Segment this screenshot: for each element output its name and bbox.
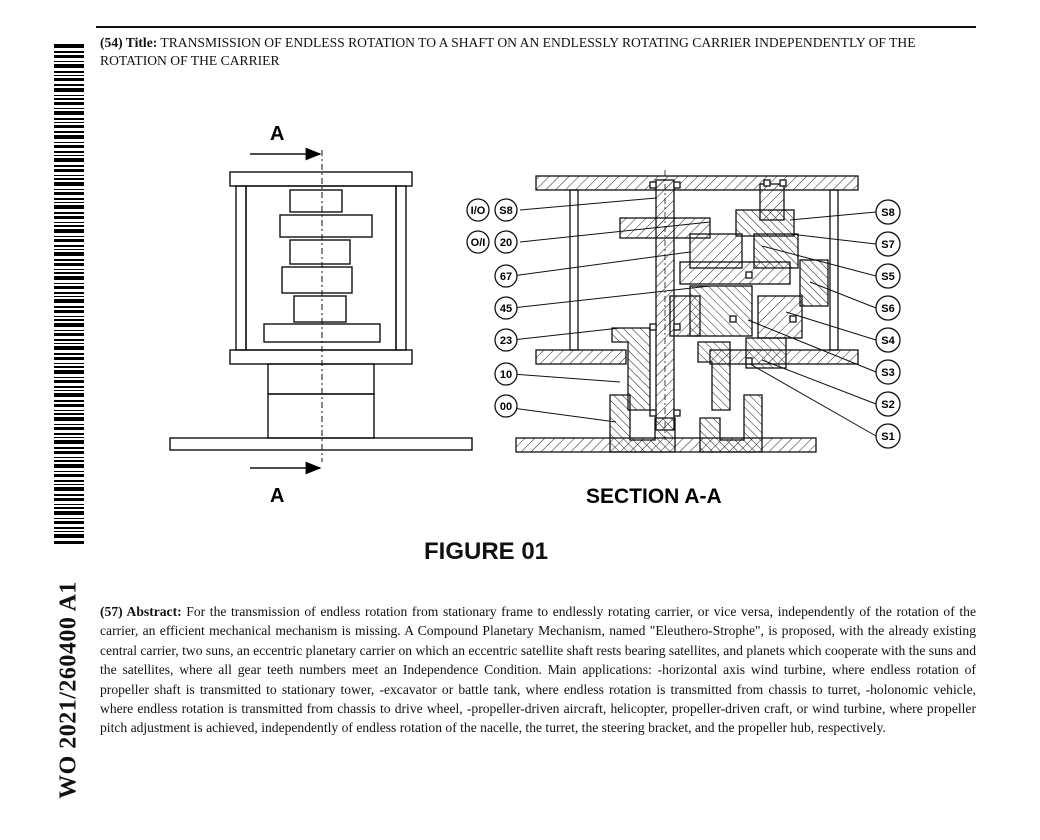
callout-23: 23 xyxy=(500,335,512,347)
section-marker-bottom: A xyxy=(270,485,284,507)
publication-number: WO 2021/260400 A1 xyxy=(55,581,82,799)
callout-oi: O/I xyxy=(471,237,486,249)
figure-drawing: A A xyxy=(169,123,901,508)
callout-00: 00 xyxy=(500,401,512,413)
callout-s6: S6 xyxy=(881,303,894,315)
leader-lines-left xyxy=(511,197,711,423)
title-block: (54) Title: TRANSMISSION OF ENDLESS ROTA… xyxy=(100,34,976,70)
section-title: SECTION A-A xyxy=(586,485,722,508)
callouts-left: I/O S8 O/I 20 67 45 23 10 00 xyxy=(466,198,518,418)
callout-s8-left: S8 xyxy=(499,205,512,217)
callout-45: 45 xyxy=(500,303,512,315)
callout-s5: S5 xyxy=(881,271,894,283)
callout-s4: S4 xyxy=(881,335,895,347)
figure-caption: FIGURE 01 xyxy=(424,538,549,565)
section-view xyxy=(515,170,859,453)
callouts-right: S8 S7 S5 S6 S4 S3 S2 S1 xyxy=(875,199,901,449)
callout-s8-right: S8 xyxy=(881,207,894,219)
title-label: (54) Title: xyxy=(100,35,158,50)
barcode xyxy=(54,44,84,544)
abstract-block: (57) Abstract: For the transmission of e… xyxy=(100,602,976,738)
header-rule xyxy=(96,26,976,28)
callout-20: 20 xyxy=(500,237,512,249)
callout-10: 10 xyxy=(500,369,512,381)
callout-s7: S7 xyxy=(881,239,894,251)
callout-s2: S2 xyxy=(881,399,894,411)
abstract-label: (57) Abstract: xyxy=(100,604,182,619)
leader-lines-right xyxy=(747,211,877,437)
elevation-view xyxy=(169,147,473,475)
callout-s3: S3 xyxy=(881,367,894,379)
callout-67: 67 xyxy=(500,271,512,283)
section-marker-top: A xyxy=(270,123,284,145)
abstract-text: For the transmission of endless rotation… xyxy=(100,604,976,736)
title-text: TRANSMISSION OF ENDLESS ROTATION TO A SH… xyxy=(100,35,916,68)
callout-io: I/O xyxy=(471,205,486,217)
callout-s1: S1 xyxy=(881,431,894,443)
